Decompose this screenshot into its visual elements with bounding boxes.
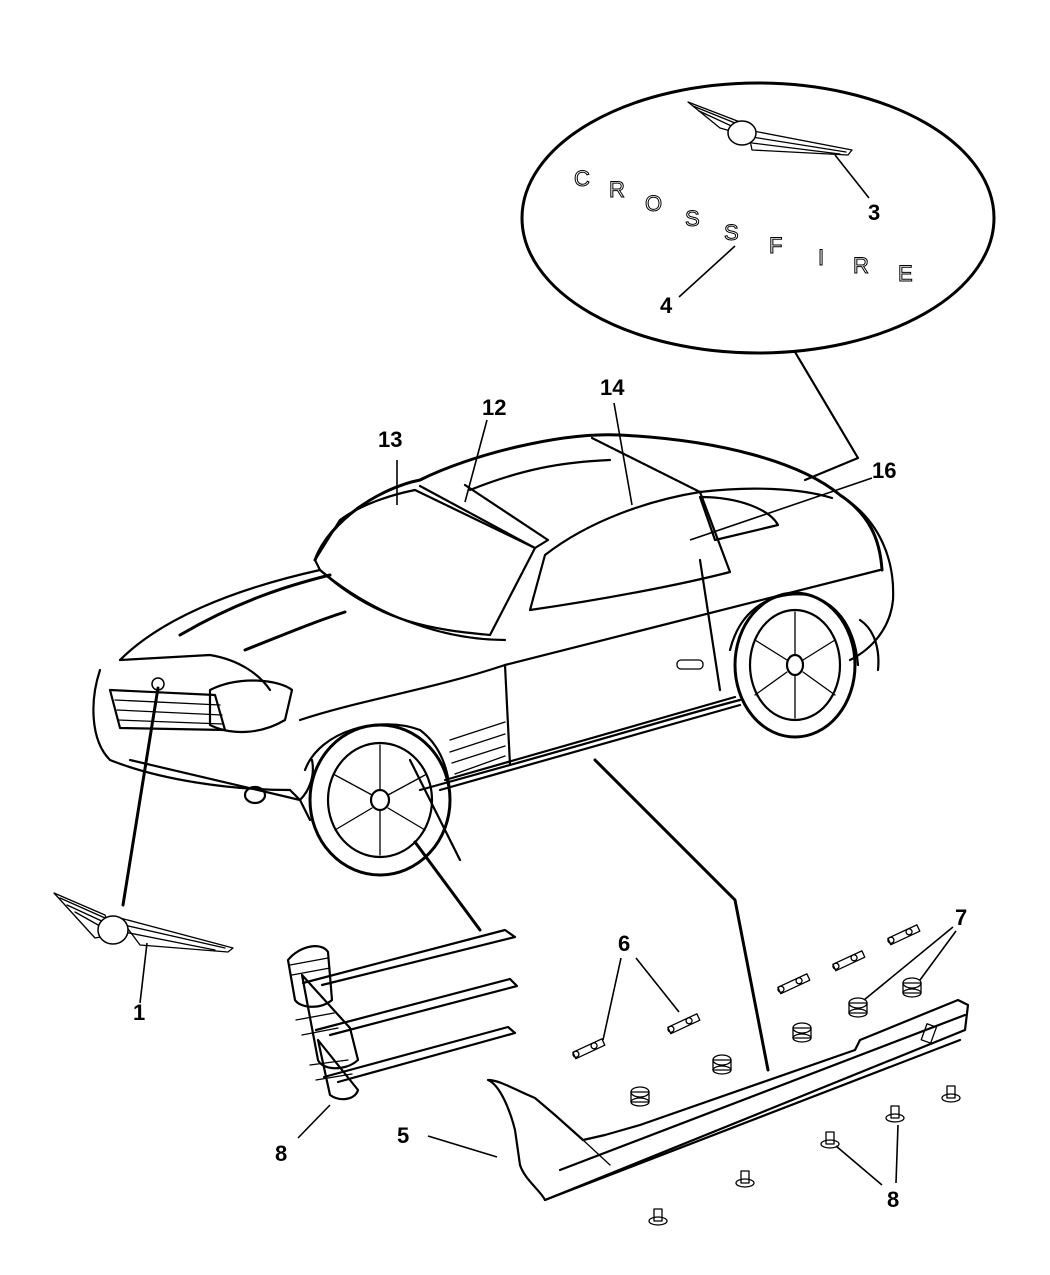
nameplate-letter: S [685,206,700,231]
grommet-nuts[interactable] [630,977,922,1107]
nameplate-letter: O [645,191,662,216]
callout-17[interactable]: 16 [872,458,896,483]
rear-detail-callout: C R O S S F I R E 3 4 [520,81,996,482]
callout-1[interactable]: 1 [133,1000,145,1025]
push-pin-studs[interactable] [648,1085,961,1226]
detail-connector [793,350,860,482]
nameplate-letter: S [724,220,739,245]
sill-clips[interactable] [572,924,921,1060]
leader-12 [297,1104,331,1139]
leader-vent-12 [413,840,482,932]
leader-6a [602,957,622,1041]
leader-6b [635,957,680,1013]
callout-8[interactable]: 8 [887,1187,899,1212]
nameplate-letter: C [574,166,590,191]
leader-16 [613,402,633,506]
leader-7a [863,926,954,1001]
car-body [92,433,895,822]
nameplate-letter: R [609,177,625,202]
rear-winged-emblem[interactable] [687,101,853,156]
callout-7[interactable]: 7 [955,905,967,930]
fender-vent-appliques[interactable] [286,928,519,1101]
callout-14[interactable]: 13 [378,427,402,452]
sill-molding[interactable] [486,998,970,1202]
leader-13 [464,419,488,503]
leader-17 [689,477,873,541]
leader-vent-12b [408,758,462,862]
nameplate-letter: E [898,261,913,286]
leader-1 [139,942,148,1004]
nameplate-letter: F [769,233,782,258]
leader-8b [895,1124,899,1184]
fender-vent [449,721,506,775]
leader-4 [678,245,736,298]
leader-5 [427,1135,498,1158]
nameplate-letter: R [853,253,869,278]
callout-4[interactable]: 4 [660,293,673,318]
nameplate-letter: I [818,245,824,270]
leader-8a [835,1145,883,1186]
front-wheel [303,723,452,877]
leader-rocker-5 [593,758,770,1072]
callout-16[interactable]: 14 [600,375,625,400]
leader-7b [919,930,957,981]
callout-6[interactable]: 6 [618,931,630,956]
callout-13[interactable]: 12 [482,395,506,420]
leader-3 [834,154,870,199]
crossfire-nameplate[interactable]: C R O S S F I R E [574,166,914,287]
rear-wheel [728,591,860,739]
callout-3[interactable]: 3 [868,200,880,225]
callout-12[interactable]: 8 [275,1141,287,1166]
front-grille-emblem[interactable] [53,892,234,953]
detail-ellipse [520,81,996,355]
callout-5[interactable]: 5 [397,1123,409,1148]
leader-emblem-1 [121,686,160,907]
rocker-panel [438,695,742,792]
